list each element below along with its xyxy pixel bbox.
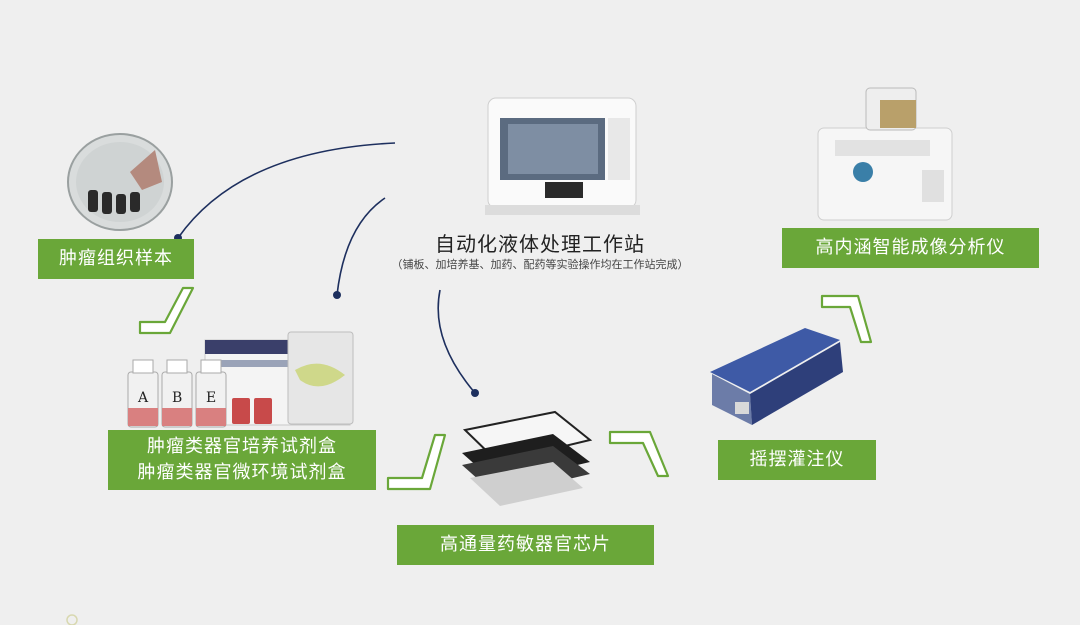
- perfusion-rocker-label: 摇摆灌注仪: [718, 440, 876, 480]
- bottle-letter-a: A: [138, 390, 149, 406]
- organ-chip-label: 高通量药敏器官芯片: [397, 525, 654, 565]
- tissue-sample-label: 肿瘤组织样本: [38, 239, 194, 279]
- connector-tissue: [177, 142, 396, 239]
- workstation-subtitle: （铺板、加培养基、加药、配药等实验操作均在工作站完成）: [391, 258, 689, 271]
- petri-dish-illustration: [67, 133, 173, 231]
- reagent-kit-label-line2: 肿瘤类器官微环境试剂盒: [137, 462, 347, 483]
- imager-illustration: [817, 87, 953, 221]
- workstation-title: 自动化液体处理工作站: [435, 232, 645, 256]
- bottle-letter-e: E: [206, 390, 217, 406]
- connector-kit-dot: [333, 291, 341, 299]
- connector-chip-dot: [471, 389, 479, 397]
- chevron-arrow-3: [608, 430, 670, 478]
- reagent-kit-label: 肿瘤类器官培养试剂盒 肿瘤类器官微环境试剂盒: [108, 430, 376, 490]
- perfusion-rocker-illustration: [710, 328, 843, 425]
- imager-label: 高内涵智能成像分析仪: [782, 228, 1039, 268]
- chevron-arrow-1: [138, 286, 195, 335]
- organ-chip-illustration: [462, 410, 593, 506]
- corner-decoration: [66, 614, 78, 625]
- reagent-kit-label-line1: 肿瘤类器官培养试剂盒: [147, 436, 337, 457]
- reagent-kit-illustration: [127, 331, 354, 428]
- workstation-illustration: [485, 97, 640, 215]
- bottle-letter-b: B: [172, 390, 183, 406]
- connector-chip: [437, 289, 476, 394]
- chevron-arrow-2: [386, 433, 447, 491]
- chevron-arrow-4: [820, 294, 873, 344]
- connector-kit: [336, 197, 386, 296]
